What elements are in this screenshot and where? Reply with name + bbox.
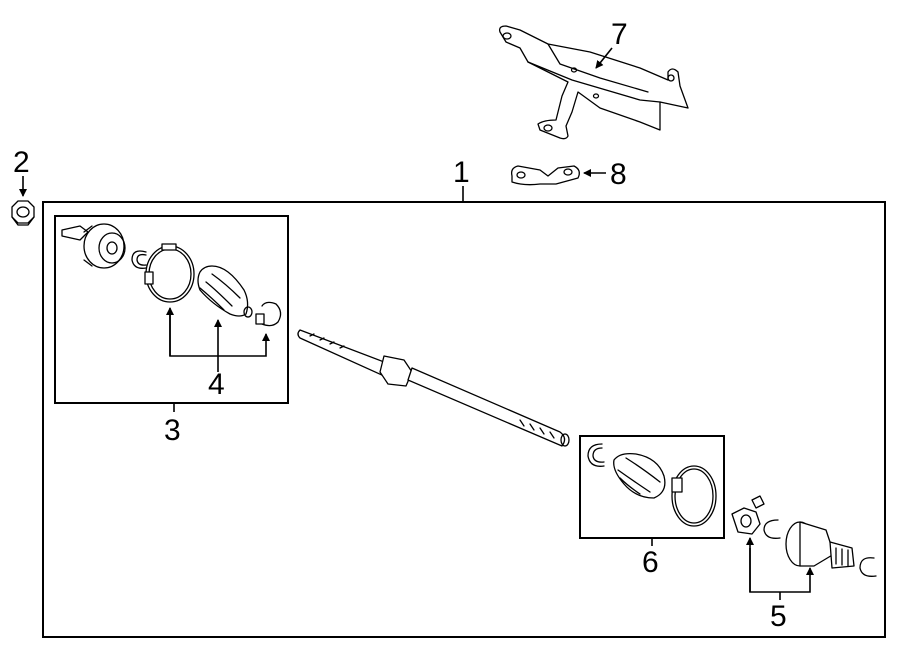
inner-cv-housing: [785, 521, 855, 569]
axle-shaft: [297, 329, 570, 447]
nut-part: [11, 200, 35, 226]
clip-part: [510, 165, 580, 186]
assembly-frame: [42, 201, 886, 638]
tripod-joint: [731, 495, 765, 535]
inner-large-clamp: [671, 465, 717, 527]
callout-2: 2: [13, 146, 30, 179]
callout-8: 8: [610, 158, 627, 191]
callout-3: 3: [164, 414, 181, 447]
callout-7: 7: [611, 18, 628, 51]
inner-snap-ring: [587, 443, 605, 467]
outer-snap-ring: [131, 250, 147, 269]
outer-boot: [197, 265, 253, 318]
outer-small-clamp: [255, 301, 282, 327]
housing-snap-ring: [859, 557, 877, 577]
outer-joint-kit-box: [54, 215, 289, 404]
tripod-snap-ring: [763, 519, 781, 539]
callout-7-leader: [595, 47, 613, 69]
inner-boot: [613, 452, 666, 499]
outer-cv-joint: [61, 223, 126, 269]
callout-5: 5: [770, 600, 787, 633]
callout-4: 4: [208, 368, 225, 401]
callout-1: 1: [453, 156, 470, 189]
callout-6: 6: [642, 546, 659, 579]
outer-large-clamp: [144, 243, 195, 303]
bracket-part: [498, 25, 689, 140]
